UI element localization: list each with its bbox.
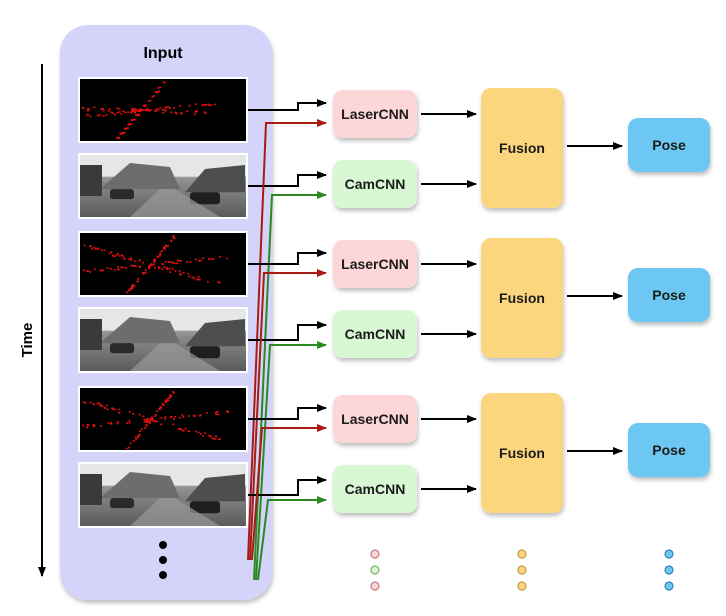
- laser-input-arrow: [248, 404, 327, 420]
- camcnn-block: CamCNN: [333, 310, 417, 358]
- continuation-dot: [517, 581, 527, 591]
- pose-block: Pose: [628, 423, 710, 477]
- cam-input-arrow: [248, 476, 327, 496]
- lasercnn-block: LaserCNN: [333, 240, 417, 288]
- cam-recurrent-wire: [257, 496, 327, 581]
- laser-input-arrow: [248, 249, 327, 265]
- pose-block: Pose: [628, 268, 710, 322]
- continuation-dot: [517, 565, 527, 575]
- continuation-dot: [664, 565, 674, 575]
- camera-image: [78, 307, 248, 373]
- ellipsis-dot: [159, 556, 167, 564]
- fusion-block: Fusion: [481, 393, 563, 513]
- laser-recurrent-wire: [251, 424, 327, 561]
- continuation-dots: [370, 549, 674, 591]
- cam-input-arrow: [248, 321, 327, 341]
- camcnn-block: CamCNN: [333, 160, 417, 208]
- camcnn-block-label: CamCNN: [345, 176, 406, 192]
- pose-block-label: Pose: [652, 442, 686, 458]
- camcnn-block-label: CamCNN: [345, 326, 406, 342]
- connection-wires: [247, 99, 623, 581]
- continuation-dot: [370, 549, 380, 559]
- fusion-block-label: Fusion: [499, 445, 545, 461]
- laser-input-arrow: [248, 99, 327, 111]
- continuation-dot: [370, 565, 380, 575]
- continuation-dot: [664, 549, 674, 559]
- continuation-dot: [664, 581, 674, 591]
- time-label: Time: [19, 323, 36, 358]
- camera-image: [78, 462, 248, 528]
- pose-block: Pose: [628, 118, 710, 172]
- fusion-block-label: Fusion: [499, 140, 545, 156]
- cam-input-arrow: [248, 171, 327, 187]
- pose-block-label: Pose: [652, 137, 686, 153]
- camcnn-block: CamCNN: [333, 465, 417, 513]
- lasercnn-block-label: LaserCNN: [341, 256, 409, 272]
- fusion-block: Fusion: [481, 88, 563, 208]
- laser-recurrent-wire: [249, 269, 327, 561]
- fusion-block-label: Fusion: [499, 290, 545, 306]
- pose-block-label: Pose: [652, 287, 686, 303]
- ellipsis-dot: [159, 571, 167, 579]
- input-frames: [78, 77, 248, 528]
- laser-recurrent-wire: [247, 119, 327, 561]
- laser-scan-image: [78, 77, 248, 143]
- lasercnn-block-label: LaserCNN: [341, 411, 409, 427]
- lasercnn-block: LaserCNN: [333, 90, 417, 138]
- ellipsis-dot: [159, 541, 167, 549]
- continuation-dot: [517, 549, 527, 559]
- fusion-block: Fusion: [481, 238, 563, 358]
- camera-image: [78, 153, 248, 219]
- lasercnn-block-label: LaserCNN: [341, 106, 409, 122]
- lasercnn-block: LaserCNN: [333, 395, 417, 443]
- camcnn-block-label: CamCNN: [345, 481, 406, 497]
- continuation-dot: [370, 581, 380, 591]
- laser-scan-image: [78, 231, 248, 297]
- laser-scan-image: [78, 386, 248, 452]
- cam-recurrent-wire: [255, 341, 327, 581]
- input-label: Input: [143, 45, 183, 62]
